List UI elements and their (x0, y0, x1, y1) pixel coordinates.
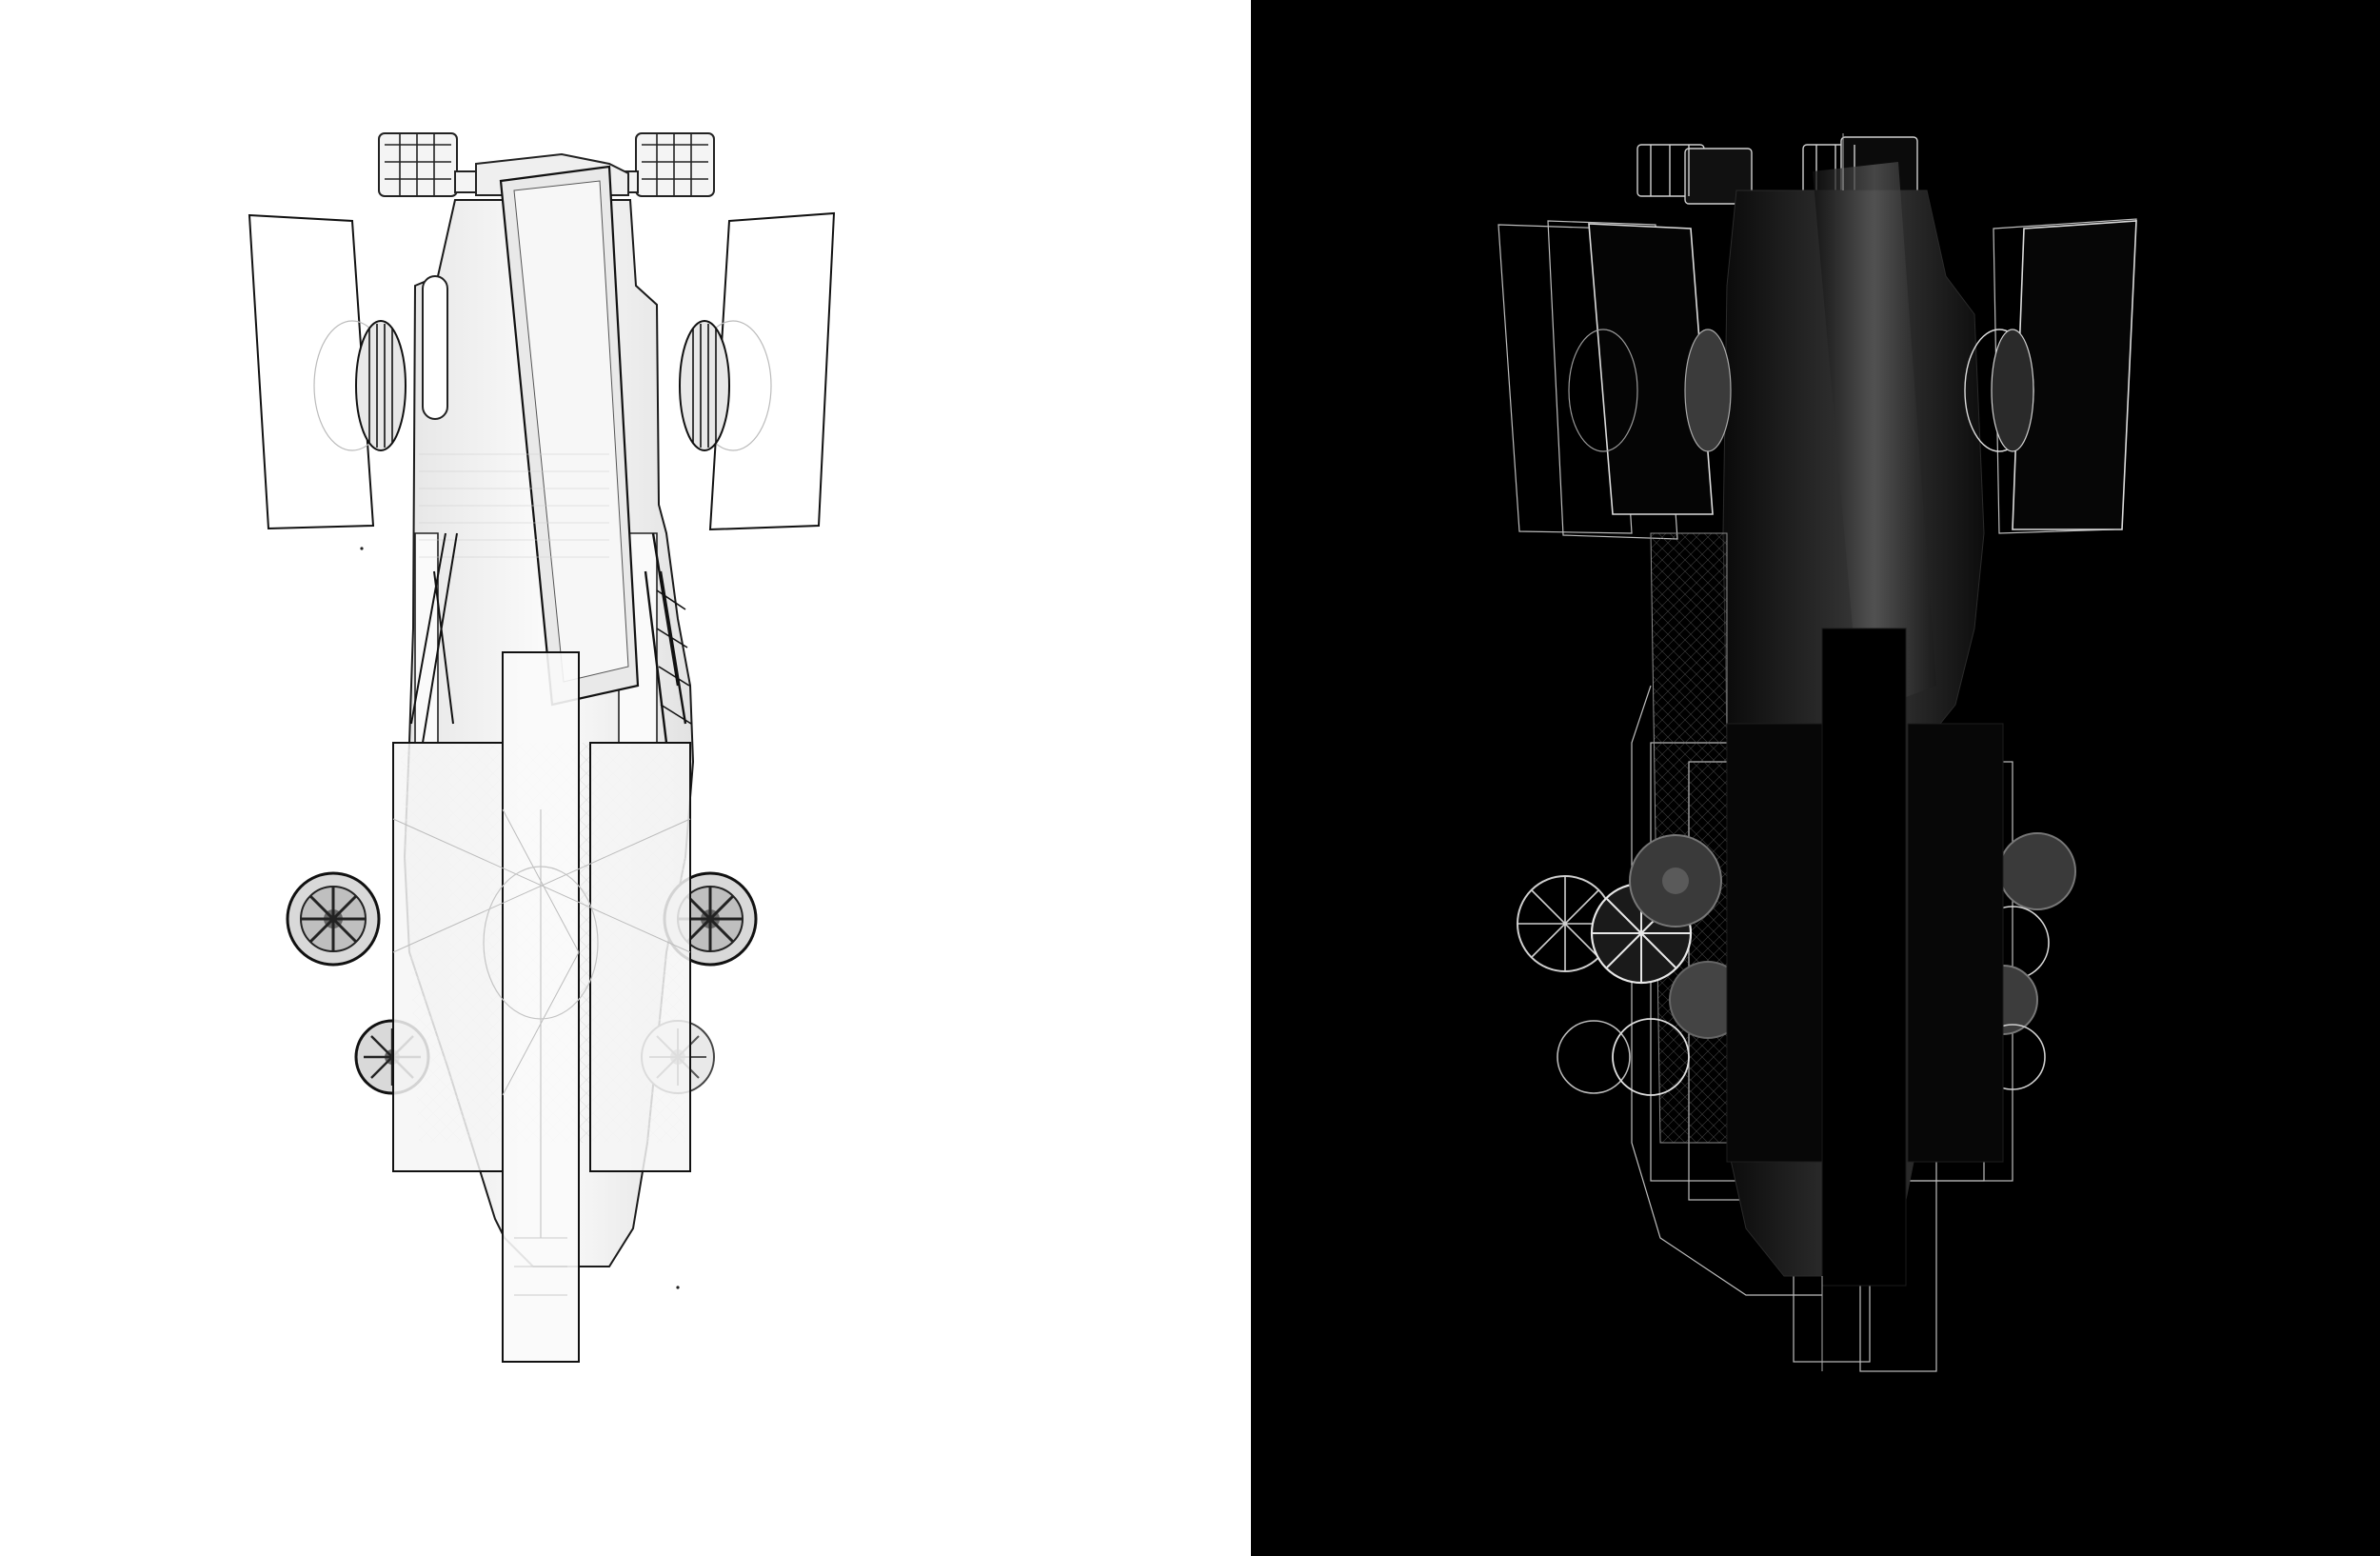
rendered-dark-view (1251, 0, 2380, 1556)
lower-wheel-left-large (286, 871, 381, 967)
upper-wheel-left (313, 320, 407, 451)
top-connector-left (378, 132, 477, 197)
upper-wheel-right (679, 320, 772, 451)
top-connector-right (616, 132, 715, 197)
rendered-drawing (1497, 133, 2137, 1372)
left-wing-panel (248, 213, 375, 530)
dark-left-wing-panel (1588, 223, 1714, 515)
dark-solid-panels (1726, 628, 2004, 1287)
dark-upper-wheel-right (1964, 329, 2034, 452)
wireframe-light-view (248, 132, 836, 1363)
wireframe-drawing (248, 132, 836, 1363)
dark-blade (1813, 162, 1936, 714)
lower-panels (392, 651, 691, 1363)
dark-upper-wheel-left (1568, 329, 1732, 452)
